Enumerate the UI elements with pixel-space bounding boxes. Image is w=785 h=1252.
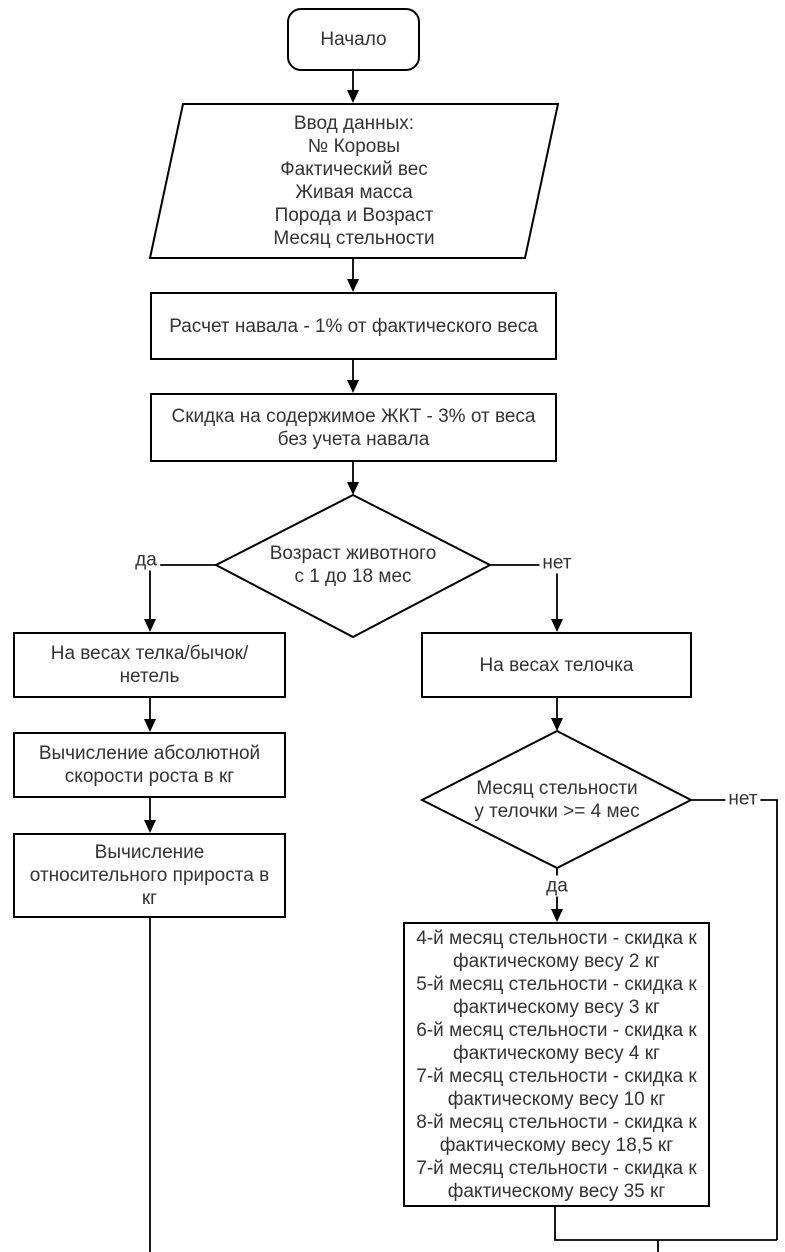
- abs-growth-label: Вычисление абсолютной скорости роста в к…: [38, 743, 261, 787]
- edge-label-pregnancy-no: нет: [725, 788, 761, 810]
- arrowhead: [347, 482, 359, 495]
- pregnancy-discounts-node: 4-й месяц стельности - скидка к фактичес…: [403, 922, 710, 1207]
- pregnancy-decision-diamond-shape: [419, 729, 694, 870]
- abs-growth-node: Вычисление абсолютной скорости роста в к…: [13, 732, 286, 798]
- age-decision-diamond-shape: [213, 493, 493, 639]
- pregnancy-decision-node: Месяц стельности у телочки >= 4 мес: [447, 748, 667, 852]
- gi-discount-node: Скидка на содержимое ЖКТ - 3% от веса бе…: [150, 393, 557, 462]
- rel-growth-node: Вычисление относительного прироста в кг: [13, 833, 286, 918]
- arrowhead: [144, 619, 156, 632]
- arrowhead: [347, 90, 359, 103]
- arrowhead: [144, 719, 156, 732]
- arrowhead: [347, 279, 359, 292]
- arrowhead: [551, 619, 563, 632]
- arrowhead: [551, 718, 563, 731]
- pregnancy-decision-label: Месяц стельности у телочки >= 4 мес: [474, 778, 640, 822]
- scales-heifer-bull-label: На весах телка/бычок/ нетель: [50, 643, 249, 687]
- input-data-node: Ввод данных: № Коровы Фактический вес Жи…: [170, 106, 538, 256]
- input-data-label: Ввод данных: № Коровы Фактический вес Жи…: [273, 113, 435, 249]
- input-parallelogram-shape: [148, 103, 560, 259]
- scales-telochka-node: На весах телочка: [421, 632, 692, 698]
- rel-growth-label: Вычисление относительного прироста в кг: [29, 842, 270, 909]
- calc-naval-node: Расчет навала - 1% от фактического веса: [150, 292, 557, 360]
- gi-discount-label: Скидка на содержимое ЖКТ - 3% от веса бе…: [171, 405, 536, 450]
- age-decision-label: Возраст животного с 1 до 18 мес: [269, 543, 437, 587]
- calc-naval-label: Расчет навала - 1% от фактического веса: [169, 315, 538, 337]
- start-node-label: Начало: [320, 29, 387, 50]
- pregnancy-discounts-label: 4-й месяц стельности - скидка к фактичес…: [416, 927, 697, 1202]
- edge-label-pregnancy-yes: да: [543, 875, 571, 897]
- arrowhead: [347, 380, 359, 393]
- arrowhead: [144, 820, 156, 833]
- edge-age-yes: [149, 564, 216, 620]
- scales-telochka-label: На весах телочка: [479, 654, 634, 676]
- edge-label-age-yes: да: [132, 549, 160, 571]
- scales-heifer-bull-node: На весах телка/бычок/ нетель: [13, 632, 286, 698]
- edge-discounts-merge: [554, 1207, 777, 1241]
- edge-label-age-no: нет: [539, 552, 575, 574]
- start-node: Начало: [287, 8, 420, 71]
- arrowheads: [144, 90, 563, 922]
- edge-pregnancy-no: [691, 799, 778, 1240]
- arrowhead: [551, 909, 563, 922]
- age-decision-node: Возраст животного с 1 до 18 мес: [233, 510, 473, 620]
